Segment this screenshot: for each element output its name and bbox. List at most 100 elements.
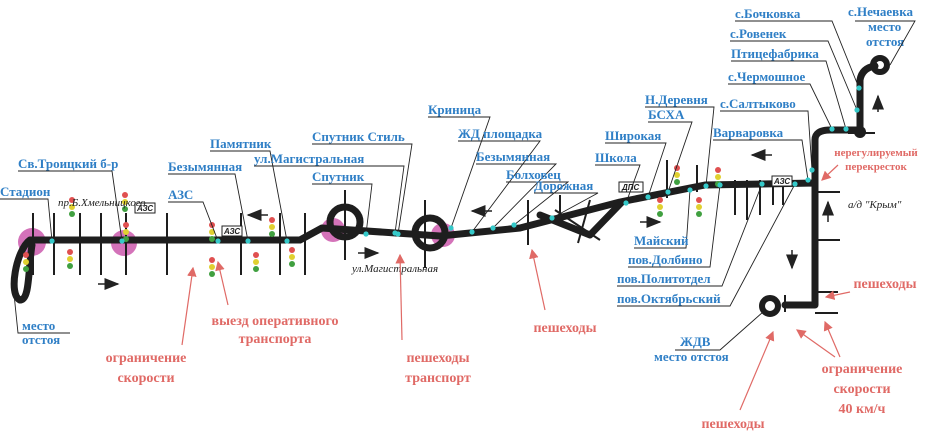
traffic-light-icon	[209, 257, 215, 277]
svg-text:отстоя: отстоя	[866, 34, 904, 49]
svg-text:АЗС: АЗС	[773, 177, 790, 186]
road-krym: а/д "Крым"	[848, 199, 902, 211]
stop-16[interactable]: БСХА	[648, 107, 693, 195]
stop-dot	[829, 126, 835, 132]
traffic-light-icon	[122, 192, 128, 212]
stop-9[interactable]: Криница	[428, 102, 491, 231]
stop-10[interactable]: ЖД площадка	[458, 126, 543, 235]
stop-24[interactable]: Майский	[634, 187, 693, 249]
stop-label: ул.Магистральная	[254, 151, 364, 166]
stop-leader-line	[617, 183, 796, 307]
stop-label: Болховец	[506, 167, 561, 182]
stop-label: АЗС	[168, 187, 193, 202]
street-magistralnaya: ул.Магистральная	[351, 263, 438, 275]
hazard-emergency-exit: выезд оперативного транспорта	[212, 260, 339, 347]
stop-5[interactable]: Памятник	[210, 136, 290, 244]
hazard-speed-limit: ограничение скорости	[106, 266, 197, 386]
svg-text:пешеходы: пешеходы	[853, 277, 916, 292]
stop-dot	[703, 183, 709, 189]
stop-leader-line	[730, 40, 858, 111]
stop-8[interactable]: Спутник	[312, 169, 373, 237]
stop-23[interactable]: с.Бочковка	[735, 6, 862, 91]
stop-21[interactable]: Птицефабрика	[731, 46, 849, 132]
stop-label: Безымянная	[168, 159, 242, 174]
stop-15[interactable]: Широкая	[605, 128, 667, 200]
stop-leader-line	[648, 121, 693, 193]
svg-text:ограничение: ограничение	[106, 351, 187, 366]
stop-dot	[215, 238, 221, 244]
stop-12[interactable]: Болховец	[506, 167, 570, 228]
stop-leader-line	[506, 181, 570, 226]
dps-badge: ДПС	[618, 181, 644, 193]
traffic-light-icon	[23, 252, 29, 272]
stop-2[interactable]: Св.Троицкий б-р	[18, 156, 125, 244]
stop-dot	[511, 222, 517, 228]
stop-7[interactable]: Спутник Стиль	[312, 129, 413, 237]
svg-text:место: место	[868, 19, 901, 34]
stop-14[interactable]: Школа	[595, 150, 641, 206]
stop-leader-line	[18, 170, 123, 242]
stop-leader-line	[312, 143, 413, 235]
svg-text:место: место	[22, 318, 55, 333]
stop-11[interactable]: Безымянная	[476, 149, 558, 231]
svg-text:пешеходы: пешеходы	[406, 351, 469, 366]
hazard-pedestrians-transport: пешеходы транспорт	[395, 253, 471, 386]
stop-dot	[395, 231, 401, 237]
hazard-pedestrians: пешеходы	[529, 248, 597, 336]
stop-label: пов.Политотдел	[617, 271, 711, 286]
stop-27[interactable]: пов.Октябрьский	[617, 181, 798, 307]
stop-leader-line	[312, 183, 373, 235]
hazard-pedestrians: пешеходы	[701, 330, 775, 432]
stop-19[interactable]: с.Салтыково	[720, 96, 815, 173]
stop-leader-line	[534, 192, 599, 219]
azs-badge: АЗС	[221, 225, 243, 237]
terminal-left[interactable]: место отстоя	[13, 293, 70, 347]
stop-leader-line	[428, 116, 491, 229]
stop-22[interactable]: с.Ровенек	[730, 26, 860, 113]
stop-label: Школа	[595, 150, 637, 165]
stop-leader-line	[713, 139, 809, 181]
stop-label: с.Салтыково	[720, 96, 796, 111]
terminal-zhdv[interactable]: ЖДВ место отстоя	[654, 311, 764, 364]
stop-leader-line	[735, 20, 860, 89]
svg-text:место отстоя: место отстоя	[654, 349, 729, 364]
terminal-nechaevka[interactable]: с.Нечаевка место отстоя	[848, 4, 916, 66]
stop-25[interactable]: пов.Долбино	[628, 182, 723, 268]
stop-dot	[490, 225, 496, 231]
svg-text:транспорта: транспорта	[239, 332, 312, 347]
traffic-light-icon	[696, 197, 702, 217]
stop-leader-line	[168, 173, 249, 242]
stop-leader-line	[595, 164, 641, 204]
svg-text:АЗС: АЗС	[136, 204, 153, 213]
stop-3[interactable]: АЗС	[168, 187, 221, 244]
stop-dot	[448, 225, 454, 231]
stop-label: Св.Троицкий б-р	[18, 156, 118, 171]
stop-label: пов.Долбино	[628, 252, 702, 267]
svg-text:транспорт: транспорт	[405, 371, 471, 386]
stop-6[interactable]: ул.Магистральная	[254, 151, 405, 236]
traffic-light-icon	[253, 252, 259, 272]
traffic-light-icon	[123, 222, 129, 242]
azs-badge: АЗС	[134, 202, 156, 214]
svg-text:скорости: скорости	[833, 382, 890, 397]
stop-13[interactable]: Дорожная	[534, 178, 599, 221]
stop-label: Спутник Стиль	[312, 129, 405, 144]
stop-dot	[645, 194, 651, 200]
stop-dot	[809, 167, 815, 173]
stop-20[interactable]: с.Чермошное	[728, 69, 835, 132]
stop-leader-line	[458, 140, 541, 233]
stop-26[interactable]: пов.Политотдел	[617, 181, 765, 287]
stop-18[interactable]: Варваровка	[713, 125, 811, 183]
stop-1[interactable]: Стадион	[0, 184, 55, 244]
svg-text:40 км/ч: 40 км/ч	[839, 402, 886, 417]
hazard-pedestrians: пешеходы	[824, 277, 917, 300]
svg-text:выезд оперативного: выезд оперативного	[212, 314, 339, 329]
stop-label: Спутник	[312, 169, 365, 184]
stop-label: Птицефабрика	[731, 46, 819, 61]
stop-dot	[792, 181, 798, 187]
stop-4[interactable]: Безымянная	[168, 159, 251, 244]
stop-17[interactable]: Н.Деревня	[645, 92, 715, 189]
cross-streets	[32, 132, 875, 314]
